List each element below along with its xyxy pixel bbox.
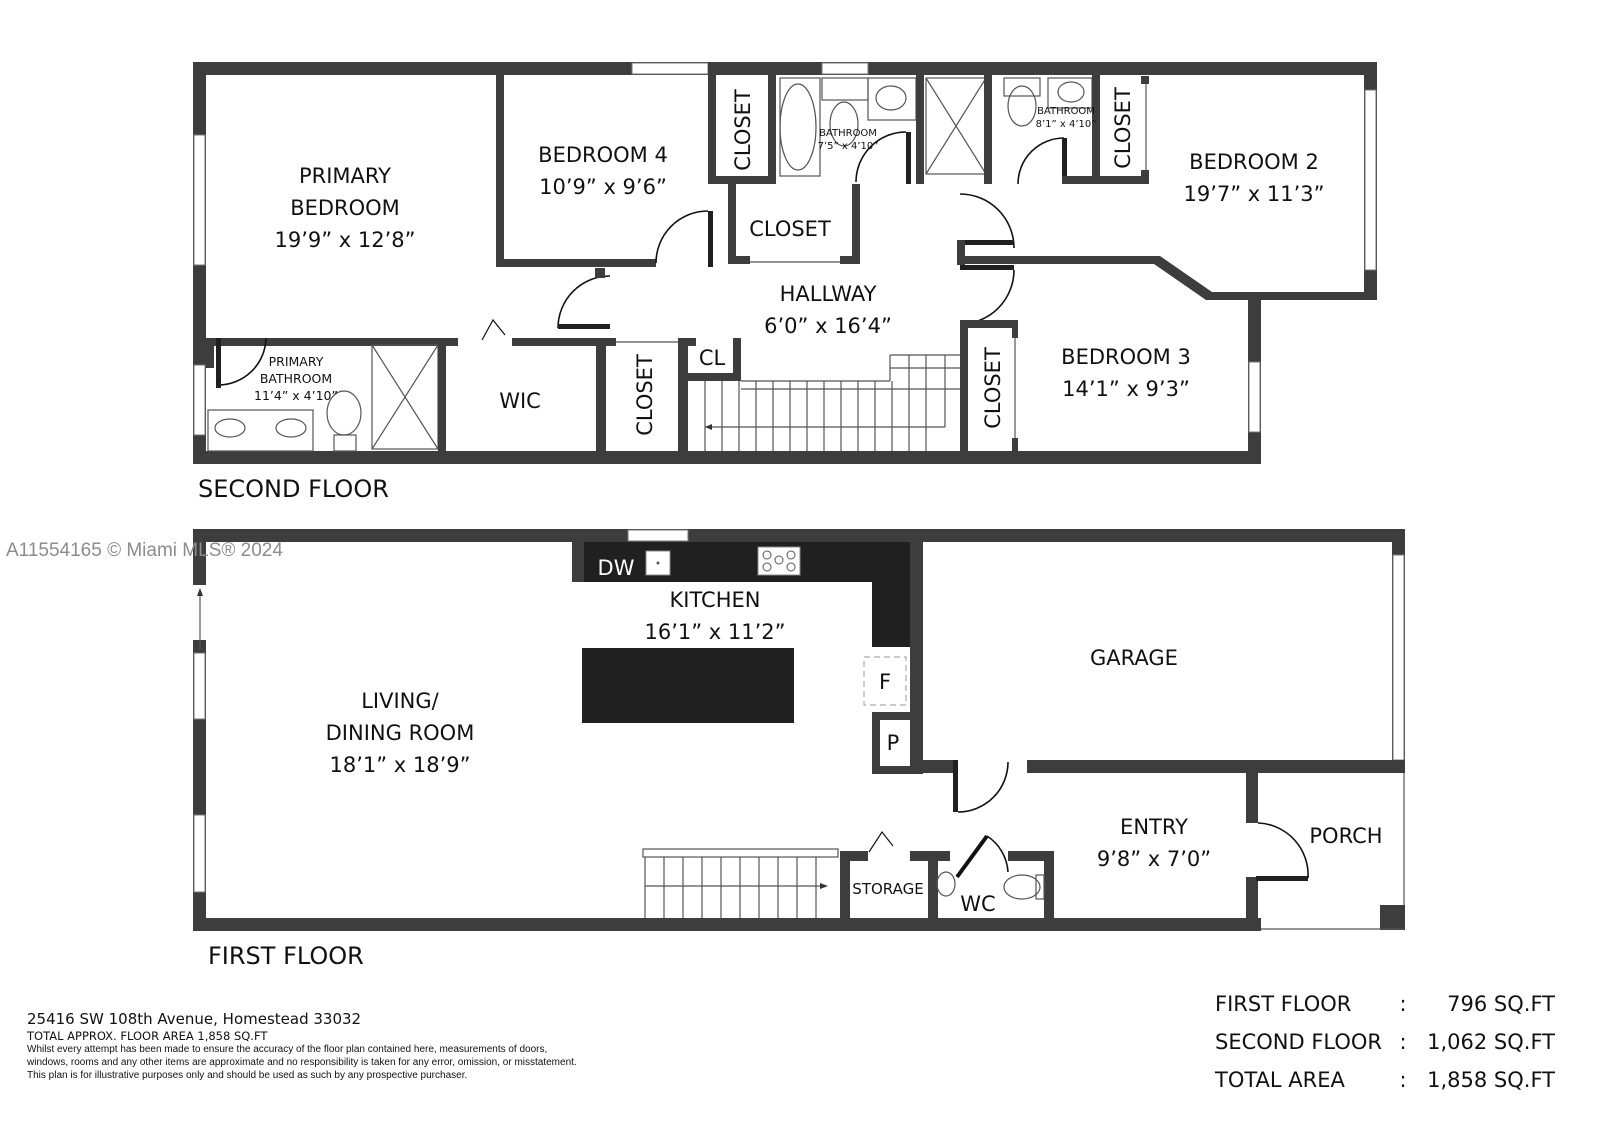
room-label-entry: ENTRY <box>1120 815 1188 839</box>
room-dims-bedroom-3: 14’1” x 9’3” <box>1062 377 1190 401</box>
mls-watermark: A11554165 © Miami MLS® 2024 <box>6 540 283 561</box>
room-label-porch: PORCH <box>1309 824 1382 848</box>
footer-info: 25416 SW 108th Avenue, Homestead 33032 T… <box>27 1010 667 1082</box>
room-dims-living: 18’1” x 18’9” <box>329 753 470 777</box>
room-label-garage: GARAGE <box>1090 646 1178 670</box>
disclaimer-line-1: Whilst every attempt has been made to en… <box>27 1044 548 1055</box>
area-label: SECOND FLOOR <box>1215 1030 1383 1054</box>
room-label-primary-bathroom-line2: BATHROOM <box>260 371 332 386</box>
room-label-cl: CL <box>699 346 726 370</box>
first-floor-plan: LIVING/ DINING ROOM 18’1” x 18’9” KITCHE… <box>193 529 1405 931</box>
room-label-closet-2: CLOSET <box>1111 87 1135 169</box>
area-value: 1,858 SQ.FT <box>1427 1068 1555 1092</box>
room-label-bathroom-2: BATHROOM <box>1037 106 1095 117</box>
room-label-bathroom-1: BATHROOM <box>819 128 877 139</box>
area-separator: : <box>1399 1068 1407 1092</box>
room-label-closet-1: CLOSET <box>731 89 755 171</box>
room-dims-primary-bathroom: 11’4” x 4’10” <box>254 388 338 403</box>
room-label-primary-bedroom-line2: BEDROOM <box>290 196 400 220</box>
area-row-first-floor: FIRST FLOOR : 796 SQ.FT <box>1215 985 1555 1023</box>
area-row-second-floor: SECOND FLOOR : 1,062 SQ.FT <box>1215 1023 1555 1061</box>
room-label-hallway: HALLWAY <box>780 282 877 306</box>
room-dims-entry: 9’8” x 7’0” <box>1097 847 1211 871</box>
room-dims-primary-bedroom: 19’9” x 12’8” <box>274 228 415 252</box>
room-label-kitchen: KITCHEN <box>670 588 761 612</box>
room-label-bedroom-4: BEDROOM 4 <box>538 143 668 167</box>
area-value: 796 SQ.FT <box>1447 992 1555 1016</box>
area-label: FIRST FLOOR <box>1215 992 1352 1016</box>
area-label: TOTAL AREA <box>1215 1068 1345 1092</box>
room-label-bedroom-2: BEDROOM 2 <box>1189 150 1319 174</box>
room-label-closet-3: CLOSET <box>633 354 657 436</box>
room-label-closet-4: CLOSET <box>981 347 1005 429</box>
room-dims-bathroom-1: 7’5” x 4’10” <box>818 141 879 152</box>
room-label-living: LIVING/ <box>361 689 439 713</box>
second-floor-title: SECOND FLOOR <box>198 475 389 503</box>
room-label-storage: STORAGE <box>852 880 923 898</box>
area-summary-table: FIRST FLOOR : 796 SQ.FT SECOND FLOOR : 1… <box>1215 985 1555 1099</box>
room-dims-bedroom-4: 10’9” x 9’6” <box>539 175 667 199</box>
second-floor-plan: PRIMARY BEDROOM 19’9” x 12’8” BEDROOM 4 … <box>193 62 1377 464</box>
area-separator: : <box>1399 992 1407 1016</box>
room-label-living-line2: DINING ROOM <box>326 721 475 745</box>
room-dims-bedroom-2: 19’7” x 11’3” <box>1183 182 1324 206</box>
area-row-total: TOTAL AREA : 1,858 SQ.FT <box>1215 1061 1555 1099</box>
room-dims-kitchen: 16’1” x 11’2” <box>644 620 785 644</box>
room-label-hall-closet: CLOSET <box>749 217 831 241</box>
room-label-primary-bathroom: PRIMARY <box>269 354 324 369</box>
room-label-wc: WC <box>960 892 995 916</box>
property-address: 25416 SW 108th Avenue, Homestead 33032 <box>27 1010 362 1028</box>
appliance-label-f: F <box>879 670 891 694</box>
area-separator: : <box>1399 1030 1407 1054</box>
room-label-primary-bedroom: PRIMARY <box>299 164 391 188</box>
room-label-wic: WIC <box>499 389 541 413</box>
room-dims-bathroom-2: 8’1” x 4’10” <box>1036 119 1097 130</box>
first-floor-title: FIRST FLOOR <box>208 942 364 970</box>
disclaimer-line-3: This plan is for illustrative purposes o… <box>27 1070 468 1081</box>
area-value: 1,062 SQ.FT <box>1427 1030 1555 1054</box>
appliance-label-dw: DW <box>598 556 635 580</box>
room-dims-hallway: 6’0” x 16’4” <box>764 314 892 338</box>
room-label-bedroom-3: BEDROOM 3 <box>1061 345 1191 369</box>
room-label-p: P <box>887 731 900 755</box>
disclaimer-line-2: windows, rooms and any other items are a… <box>27 1057 577 1068</box>
total-floor-area: TOTAL APPROX. FLOOR AREA 1,858 SQ.FT <box>27 1029 268 1043</box>
